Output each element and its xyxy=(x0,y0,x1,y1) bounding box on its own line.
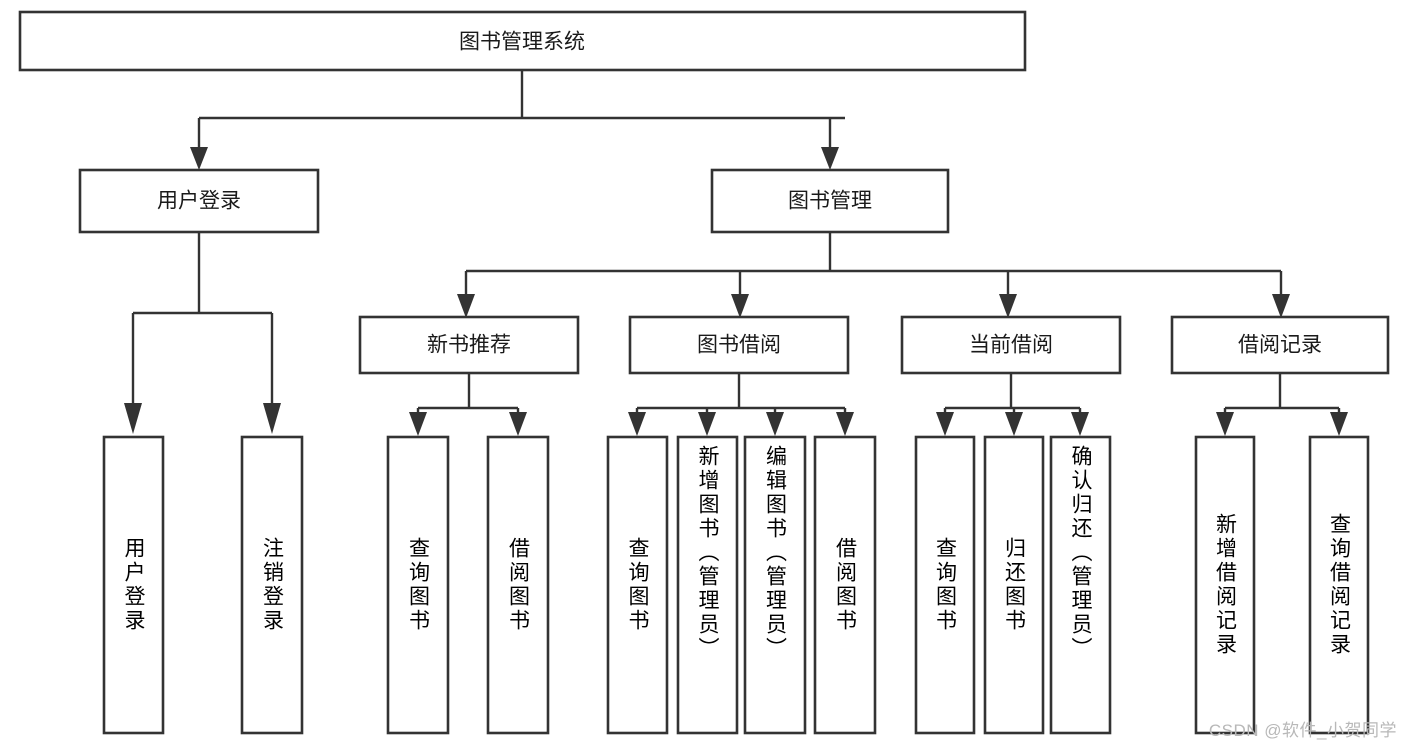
node-current-borrow-box[interactable] xyxy=(900,315,1122,375)
node-leaf-return-book-box[interactable] xyxy=(983,435,1045,735)
node-leaf-add-book[interactable]: 新增图书（管理员） xyxy=(676,435,739,735)
arrowhead-new-book-recommend xyxy=(457,294,475,318)
node-book-management-box[interactable] xyxy=(710,168,950,234)
node-leaf-logout-login[interactable]: 注销登录 xyxy=(240,435,304,735)
arrowhead-book-borrow xyxy=(731,294,749,318)
node-leaf-borrow-book-1-box[interactable] xyxy=(486,435,550,735)
node-book-borrow-box[interactable] xyxy=(628,315,850,375)
node-leaf-borrow-book-2-box[interactable] xyxy=(813,435,877,735)
node-new-book-recommend[interactable]: 新书推荐 xyxy=(358,315,580,375)
node-leaf-logout-login-box[interactable] xyxy=(240,435,304,735)
node-leaf-edit-book-box[interactable] xyxy=(743,435,807,735)
arrowhead-leaf-edit-book xyxy=(766,412,784,436)
arrowhead-book-management xyxy=(821,147,839,170)
node-leaf-return-book-label: 归还图书 xyxy=(1002,537,1026,633)
node-leaf-borrow-book-2[interactable]: 借阅图书 xyxy=(813,435,877,735)
node-leaf-query-book-2-label: 查询图书 xyxy=(626,537,649,633)
node-leaf-logout-login-label: 注销登录 xyxy=(260,537,284,633)
node-root-label: 图书管理系统 xyxy=(459,31,585,54)
node-leaf-user-login-label: 用户登录 xyxy=(122,537,145,633)
node-leaf-query-book-1-label: 查询图书 xyxy=(406,537,430,633)
node-root[interactable]: 图书管理系统 xyxy=(18,10,1027,72)
node-user-login[interactable]: 用户登录 xyxy=(78,168,320,234)
arrowhead-leaf-confirm-return xyxy=(1071,412,1089,436)
arrowhead-leaf-query-book-2 xyxy=(628,412,646,436)
arrowhead-leaf-query-book-1 xyxy=(409,412,427,436)
node-borrow-record[interactable]: 借阅记录 xyxy=(1170,315,1390,375)
node-leaf-query-record[interactable]: 查询借阅记录 xyxy=(1308,435,1370,735)
node-leaf-edit-book-label: 编辑图书（管理员） xyxy=(763,445,787,661)
arrowhead-leaf-user-login xyxy=(124,403,142,434)
arrowhead-user-login xyxy=(190,147,208,170)
node-leaf-confirm-return-box[interactable] xyxy=(1049,435,1112,735)
arrowhead-leaf-query-book-3 xyxy=(936,412,954,436)
arrowhead-leaf-query-record xyxy=(1330,412,1348,436)
node-leaf-confirm-return-label: 确认归还（管理员） xyxy=(1069,445,1092,661)
node-leaf-borrow-book-2-label: 借阅图书 xyxy=(833,537,857,633)
node-leaf-query-record-box[interactable] xyxy=(1308,435,1370,735)
connectors xyxy=(124,70,1348,436)
node-leaf-query-book-2-box[interactable] xyxy=(606,435,669,735)
arrowhead-current-borrow xyxy=(999,294,1017,318)
node-leaf-add-book-box[interactable] xyxy=(676,435,739,735)
arrowhead-leaf-add-record xyxy=(1216,412,1234,436)
node-leaf-add-record-box[interactable] xyxy=(1194,435,1256,735)
node-book-management[interactable]: 图书管理 xyxy=(710,168,950,234)
node-current-borrow[interactable]: 当前借阅 xyxy=(900,315,1122,375)
node-leaf-add-book-label: 新增图书（管理员） xyxy=(696,445,719,661)
node-leaf-query-book-3[interactable]: 查询图书 xyxy=(914,435,976,735)
node-leaf-user-login-box[interactable] xyxy=(102,435,165,735)
node-leaf-query-record-label: 查询借阅记录 xyxy=(1327,513,1351,657)
node-user-login-box[interactable] xyxy=(78,168,320,234)
node-leaf-edit-book[interactable]: 编辑图书（管理员） xyxy=(743,435,807,735)
node-book-borrow[interactable]: 图书借阅 xyxy=(628,315,850,375)
arrowhead-leaf-borrow-book-1 xyxy=(509,412,527,436)
node-borrow-record-label: 借阅记录 xyxy=(1238,334,1322,357)
node-root-box[interactable] xyxy=(18,10,1027,72)
arrowhead-leaf-return-book xyxy=(1005,412,1023,436)
node-leaf-borrow-book-1[interactable]: 借阅图书 xyxy=(486,435,550,735)
node-leaf-query-book-2[interactable]: 查询图书 xyxy=(606,435,669,735)
node-leaf-query-book-1[interactable]: 查询图书 xyxy=(386,435,450,735)
node-leaf-borrow-book-1-label: 借阅图书 xyxy=(506,537,530,633)
node-new-book-recommend-label: 新书推荐 xyxy=(427,334,511,357)
node-new-book-recommend-box[interactable] xyxy=(358,315,580,375)
node-leaf-return-book[interactable]: 归还图书 xyxy=(983,435,1045,735)
node-leaf-query-book-3-box[interactable] xyxy=(914,435,976,735)
node-current-borrow-label: 当前借阅 xyxy=(969,334,1053,357)
arrowhead-leaf-borrow-book-2 xyxy=(836,412,854,436)
node-leaf-query-book-1-box[interactable] xyxy=(386,435,450,735)
csdn-watermark: CSDN @软件_小贺同学 xyxy=(1208,721,1397,740)
arrowhead-leaf-logout-login xyxy=(263,403,281,434)
node-leaf-user-login[interactable]: 用户登录 xyxy=(102,435,165,735)
arrowhead-borrow-record xyxy=(1272,294,1290,318)
node-leaf-add-record[interactable]: 新增借阅记录 xyxy=(1194,435,1256,735)
node-book-borrow-label: 图书借阅 xyxy=(697,334,781,357)
node-borrow-record-box[interactable] xyxy=(1170,315,1390,375)
node-book-management-label: 图书管理 xyxy=(788,190,872,213)
node-leaf-query-book-3-label: 查询图书 xyxy=(933,537,957,633)
arrowhead-leaf-add-book xyxy=(698,412,716,436)
node-user-login-label: 用户登录 xyxy=(157,190,241,213)
node-leaf-confirm-return[interactable]: 确认归还（管理员） xyxy=(1049,435,1112,735)
node-leaf-add-record-label: 新增借阅记录 xyxy=(1213,513,1237,657)
